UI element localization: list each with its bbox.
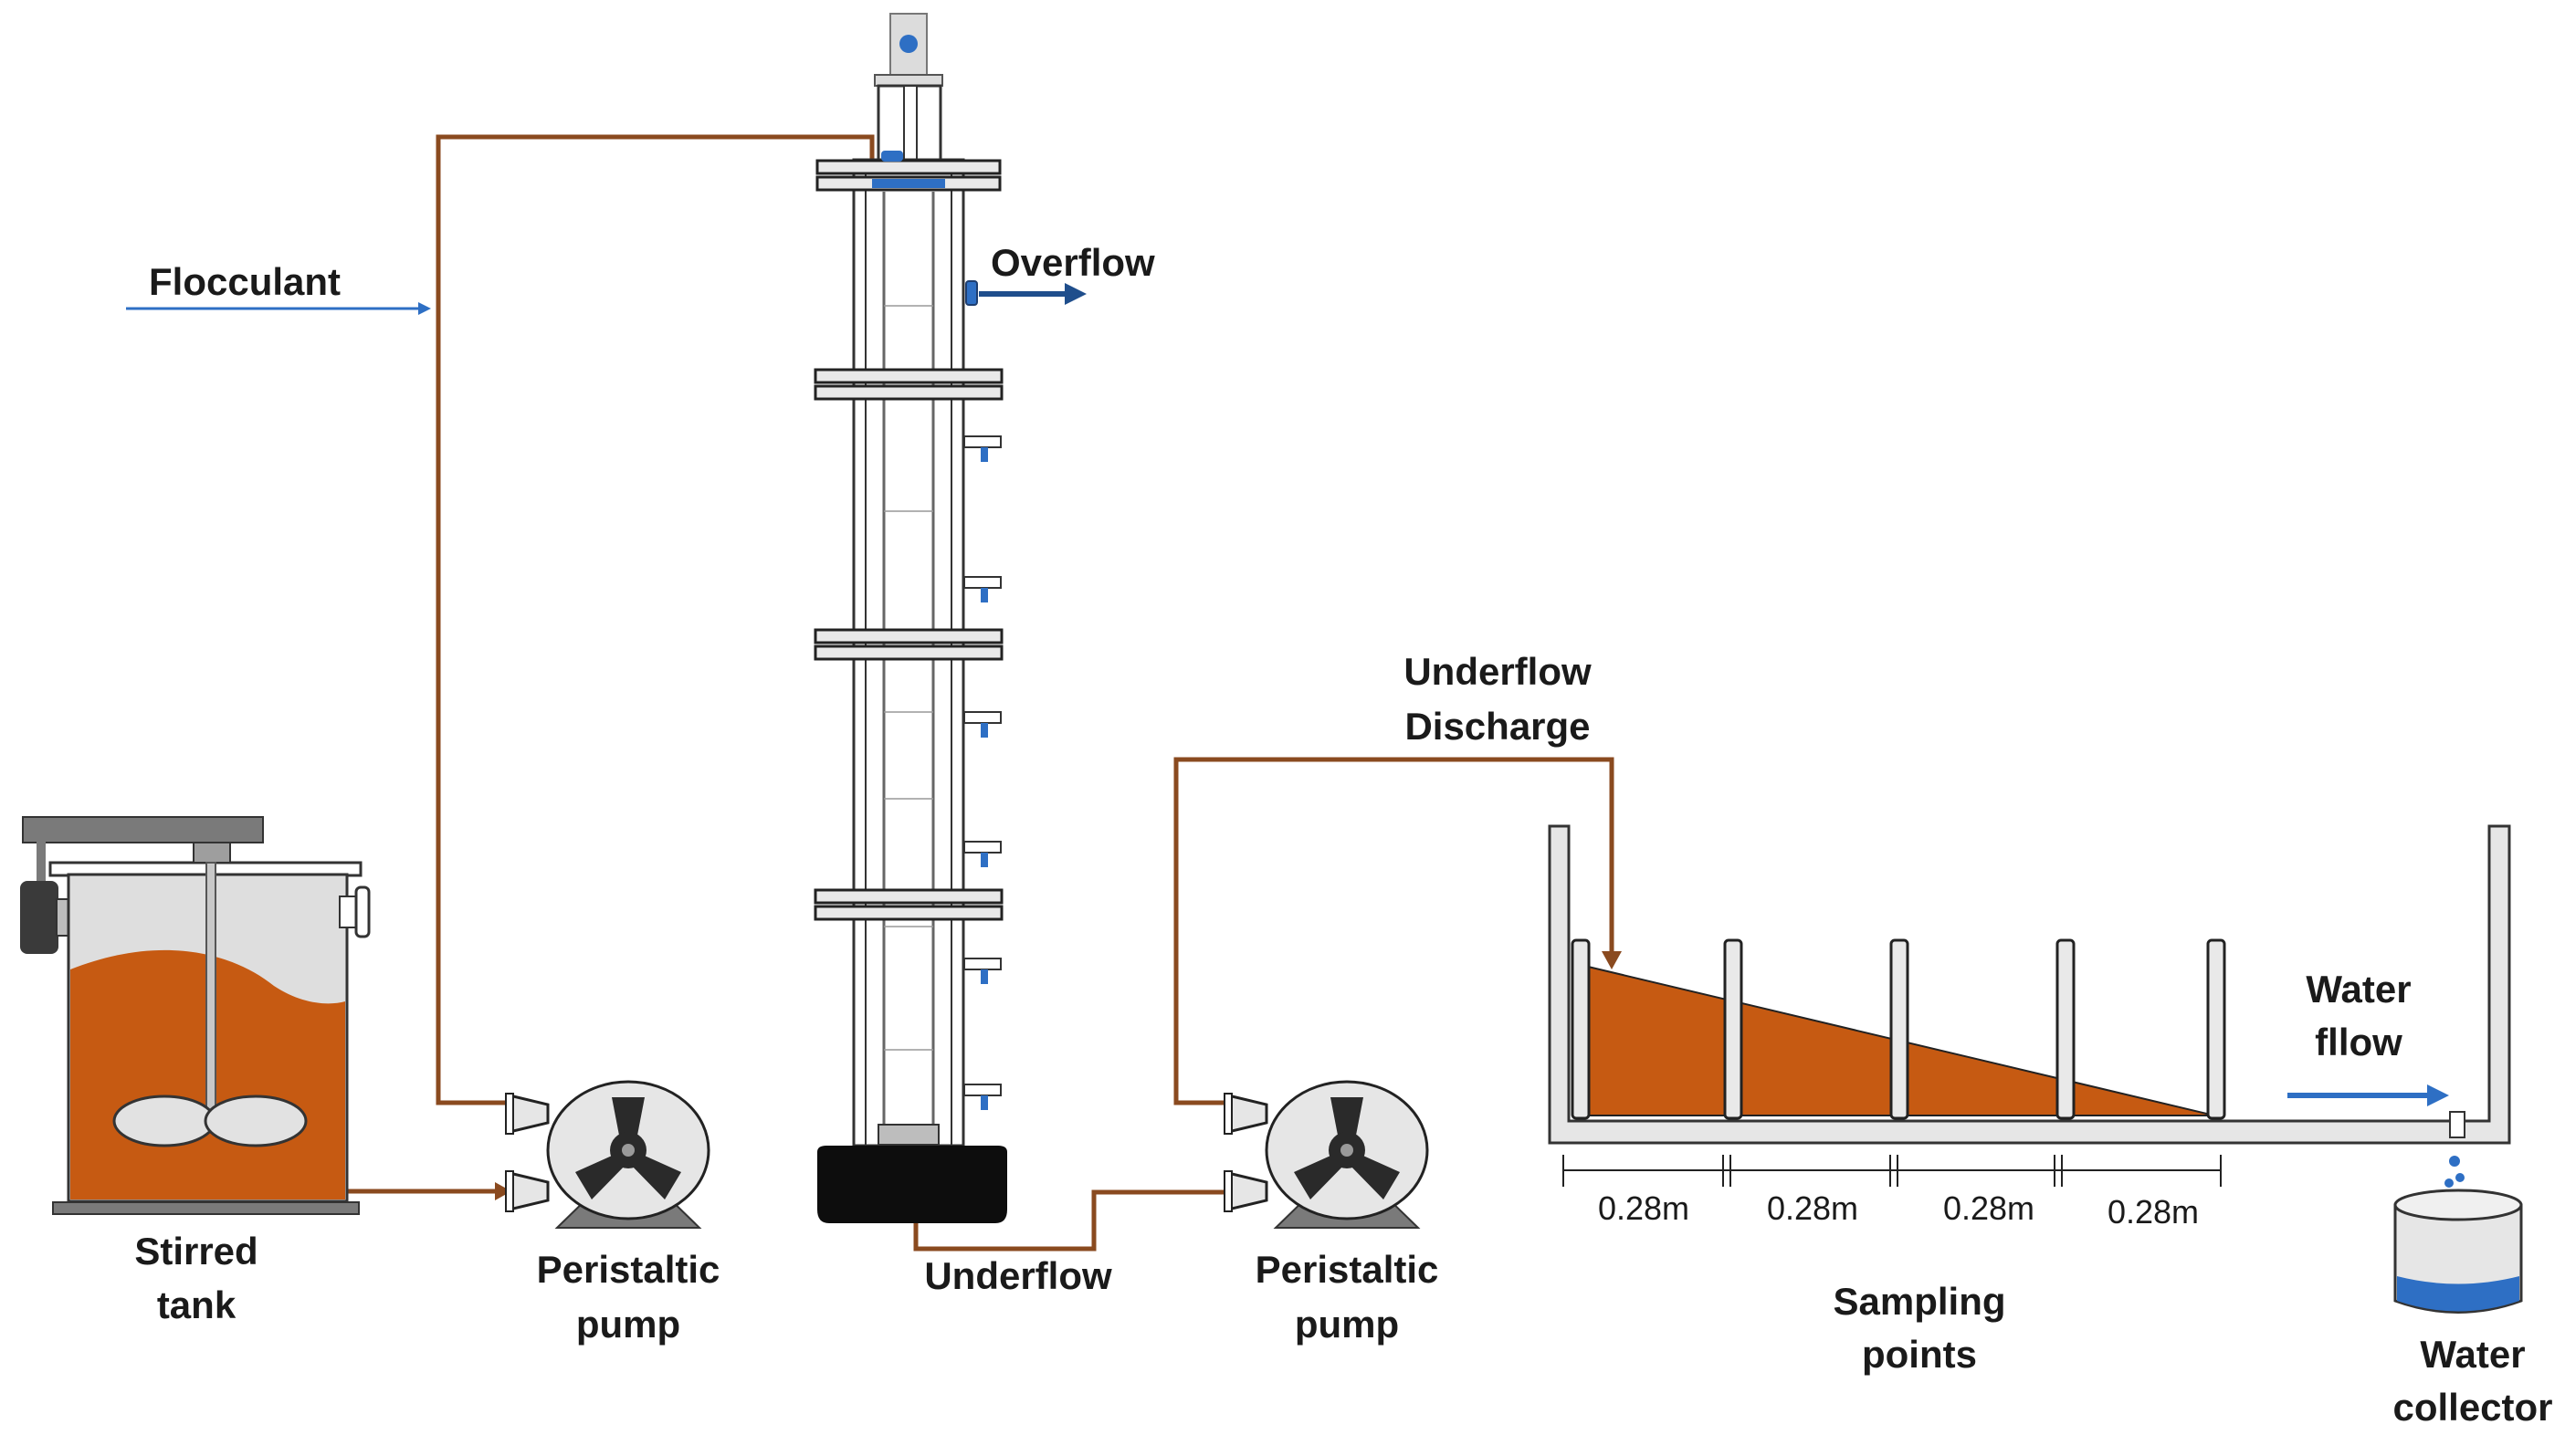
column-flange-3 — [814, 628, 1004, 661]
pump2-rotor-icon — [1294, 1097, 1400, 1199]
pump2-label-line1: Peristaltic — [1256, 1248, 1439, 1291]
flocculant-label: Flocculant — [149, 260, 341, 303]
water-droplet — [2449, 1156, 2460, 1167]
water-flow-label-line2: fllow — [2315, 1021, 2402, 1063]
column-top-indicator — [899, 35, 918, 53]
pump2-port-top — [1224, 1093, 1268, 1135]
tank-coupling — [193, 842, 231, 864]
peristaltic-pump-2 — [1224, 1080, 1429, 1229]
flume-channel — [1548, 824, 2511, 1145]
distance-label-1: 0.28m — [1598, 1189, 1689, 1227]
distance-label-2: 0.28m — [1767, 1189, 1858, 1227]
dimension-lines — [1562, 1155, 2222, 1187]
column-tap-2 — [963, 576, 1002, 602]
column-tap-1 — [963, 435, 1002, 462]
rake-pickets — [884, 305, 933, 1051]
underflow-discharge-label-line1: Underflow — [1403, 650, 1592, 693]
column-flange-top — [815, 151, 1002, 192]
pump1-label-line1: Peristaltic — [537, 1248, 720, 1291]
sampling-points-label-line1: Sampling — [1833, 1280, 2005, 1323]
pump2-port-bottom — [1224, 1170, 1268, 1212]
pump1-port-top — [505, 1093, 550, 1135]
sampling-post-1 — [1571, 938, 1591, 1120]
stirred-tank-label-line1: Stirred — [134, 1230, 258, 1273]
underflow-label: Underflow — [924, 1254, 1112, 1297]
tank-base — [52, 1201, 360, 1215]
tank-lid-bar — [22, 816, 264, 843]
tank-motor — [20, 881, 58, 954]
sampling-post-3 — [1889, 938, 1909, 1120]
impeller-blade-right — [204, 1095, 308, 1147]
sampling-posts — [1571, 938, 2226, 1120]
column-sampling-taps — [963, 435, 1002, 1110]
overflow-label: Overflow — [991, 241, 1155, 284]
overflow-arrow — [979, 283, 1087, 305]
tank-shaft — [205, 862, 216, 1124]
column-tap-4 — [963, 841, 1002, 867]
pipe-arrowhead-pump1-inlet — [495, 1182, 511, 1200]
collector-water — [2397, 1276, 2519, 1312]
pipe-arrowhead-discharge — [1602, 951, 1622, 969]
pump1-rotor-icon — [575, 1097, 681, 1199]
pipe-pump2-to-channel — [1173, 757, 1614, 1105]
sampling-points-label-line2: points — [1862, 1333, 1977, 1376]
impeller-blade-left — [112, 1095, 216, 1147]
peristaltic-pump-1 — [505, 1080, 710, 1229]
stirred-tank — [20, 816, 371, 1215]
pipe-column-to-pump2 — [913, 1189, 1233, 1252]
water-flow-arrow — [2287, 1084, 2449, 1106]
column-flange-4 — [814, 888, 1004, 921]
distance-label-3: 0.28m — [1943, 1189, 2034, 1227]
column-base — [817, 1146, 1007, 1223]
pump1-port-bottom — [505, 1170, 550, 1212]
stirred-tank-label-line2: tank — [157, 1283, 237, 1326]
pump2-label-line2: pump — [1295, 1303, 1399, 1346]
sampling-post-5 — [2206, 938, 2226, 1120]
underflow-discharge-label-line2: Discharge — [1404, 705, 1590, 748]
column-tap-5 — [963, 958, 1002, 984]
column-tap-3 — [963, 711, 1002, 738]
channel-outlet — [2449, 1111, 2465, 1138]
sampling-post-2 — [1723, 938, 1743, 1120]
settling-column — [814, 13, 1007, 1223]
distance-label-4: 0.28m — [2108, 1193, 2199, 1231]
water-flow-label-line1: Water — [2306, 968, 2411, 1011]
column-flange-2 — [814, 368, 1004, 401]
pipes — [342, 134, 1622, 1252]
flocculant-arrow — [126, 302, 431, 315]
water-collector-label-line2: collector — [2392, 1386, 2552, 1429]
pipe-pump1-to-column — [436, 134, 875, 1105]
water-collector-label-line1: Water — [2420, 1333, 2525, 1376]
pump1-label-line2: pump — [576, 1303, 680, 1346]
channel-walls — [1548, 824, 2511, 1145]
overflow-port — [965, 280, 978, 306]
sampling-post-4 — [2055, 938, 2076, 1120]
water-collector — [2393, 1156, 2523, 1314]
column-tap-6 — [963, 1084, 1002, 1110]
